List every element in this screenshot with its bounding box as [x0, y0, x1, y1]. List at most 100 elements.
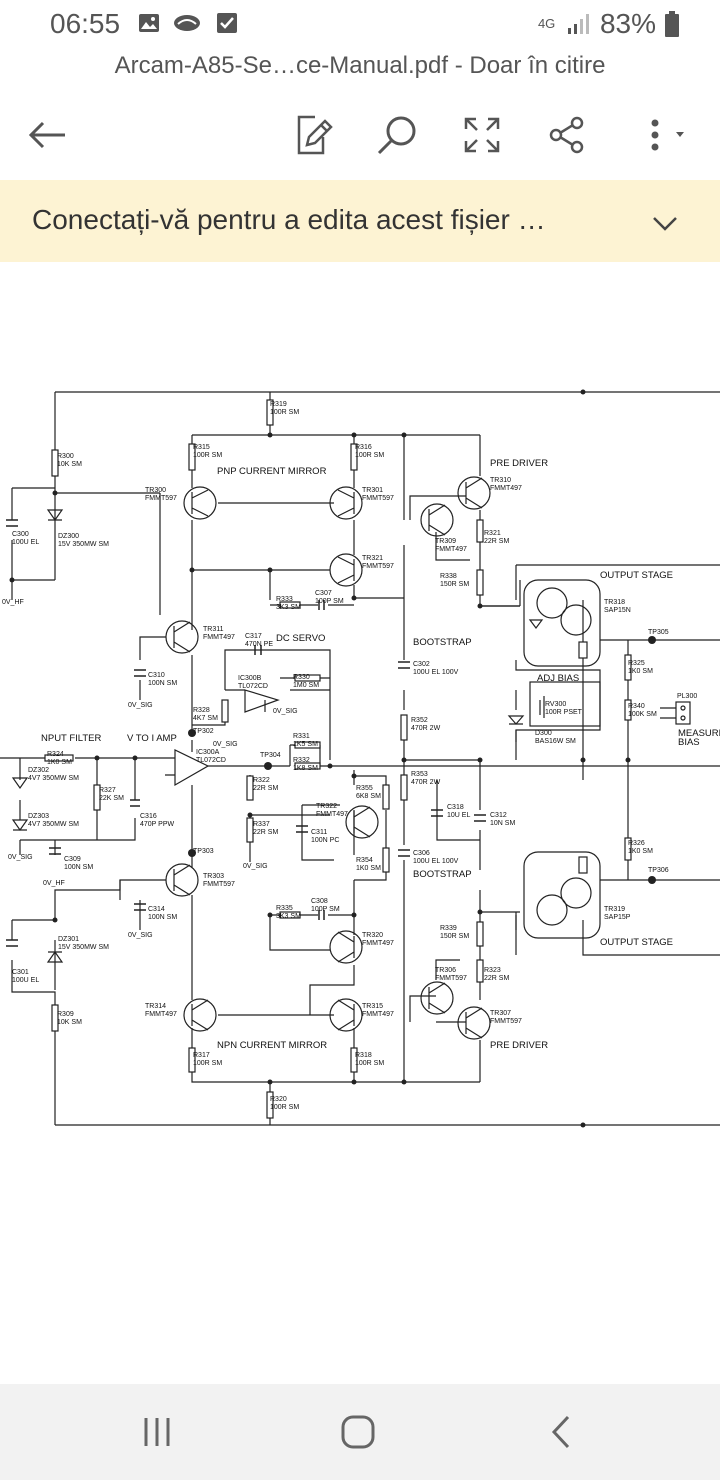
component-value: 1K5 SM	[293, 741, 318, 748]
share-icon[interactable]	[542, 110, 592, 160]
image-icon	[139, 14, 159, 32]
transistor-symbols	[11, 476, 691, 1040]
component-ref: R309	[57, 1011, 74, 1018]
chevron-down-icon[interactable]	[650, 208, 680, 238]
component-ref: TR320	[362, 932, 383, 939]
more-options-icon[interactable]	[630, 110, 700, 160]
component-value: 4V7 350MW SM	[28, 775, 79, 782]
status-time: 06:55	[50, 8, 121, 39]
component-value: FMMT597	[435, 975, 467, 982]
component-value: 100R PSET	[545, 709, 583, 716]
check-box-icon	[217, 13, 237, 33]
component-ref: DZ301	[58, 936, 79, 943]
component-value: 100K SM	[628, 711, 657, 718]
component-value: 100P SM	[315, 598, 344, 605]
component-value: 100N SM	[148, 680, 177, 687]
component-value: 100R SM	[355, 452, 384, 459]
component-ref: 0V_SIG	[128, 702, 153, 709]
component-ref: TR309	[435, 538, 456, 545]
toolbar	[0, 100, 720, 170]
label-pre-driver-top: PRE DRIVER	[490, 458, 548, 469]
component-value: 10K SM	[57, 461, 82, 468]
component-value: 100R SM	[270, 409, 299, 416]
label-output-stage-bottom: OUTPUT STAGE	[600, 937, 673, 948]
component-value: 1K0 SM	[356, 865, 381, 872]
component-value: SAP15P	[604, 914, 631, 921]
component-ref: R326	[628, 840, 645, 847]
component-value: FMMT497	[316, 811, 348, 818]
battery-level: 83%	[599, 8, 656, 39]
label-v-to-i-amp: V TO I AMP	[127, 733, 177, 744]
component-value: 1K0 SM	[628, 848, 653, 855]
component-value: 22R SM	[484, 538, 509, 545]
component-ref: TR300	[145, 487, 166, 494]
component-value: FMMT597	[203, 881, 235, 888]
resistor-symbols	[44, 399, 632, 1119]
document-page[interactable]: PNP CURRENT MIRROR PRE DRIVER OUTPUT STA…	[0, 262, 720, 1384]
component-ref: TR310	[490, 477, 511, 484]
component-ref: RV300	[545, 701, 566, 708]
component-ref: TP305	[648, 629, 669, 636]
component-value: 10K SM	[57, 1019, 82, 1026]
component-ref: IC300B	[238, 675, 262, 682]
component-value: 470R 2W	[411, 725, 441, 732]
component-value: 22R SM	[484, 975, 509, 982]
component-value: 100N SM	[64, 864, 93, 871]
label-pre-driver-bottom: PRE DRIVER	[490, 1040, 548, 1051]
component-ref: R320	[270, 1096, 287, 1103]
schematic-wires	[0, 391, 720, 1126]
component-value: 22R SM	[253, 829, 278, 836]
component-ref: TR319	[604, 906, 625, 913]
component-value: 100R SM	[193, 1060, 222, 1067]
signal-icon	[567, 14, 589, 34]
component-ref: R331	[293, 733, 310, 740]
edit-pen-icon[interactable]	[288, 110, 338, 160]
component-value: 100R SM	[355, 1060, 384, 1067]
label-adj-bias: ADJ BIAS	[537, 673, 579, 684]
component-value: FMMT497	[362, 1011, 394, 1018]
junction-dots	[9, 389, 656, 1128]
component-value: 100U EL	[12, 977, 39, 984]
component-value: 470P PPW	[140, 821, 175, 828]
component-ref: C314	[148, 906, 165, 913]
label-bootstrap-bottom: BOOTSTRAP	[413, 869, 472, 880]
component-value: FMMT497	[145, 1011, 177, 1018]
label-dc-servo: DC SERVO	[276, 633, 325, 644]
component-ref: DZ300	[58, 533, 79, 540]
back-arrow-icon[interactable]	[22, 110, 72, 160]
back-icon[interactable]	[536, 1410, 586, 1454]
component-ref: TR311	[203, 626, 224, 633]
component-value: BAS16W SM	[535, 738, 576, 745]
component-ref: C312	[490, 812, 507, 819]
component-ref: 0V_SIG	[213, 741, 238, 748]
recent-apps-icon[interactable]	[132, 1410, 182, 1454]
network-type: 4G	[537, 16, 556, 31]
component-ref: R332	[293, 757, 310, 764]
component-value: 1K0 SM	[47, 759, 72, 766]
fullscreen-icon[interactable]	[457, 110, 507, 160]
component-ref: C316	[140, 813, 157, 820]
edit-banner[interactable]: Conectați-vă pentru a edita acest fișier…	[0, 180, 720, 263]
component-value: 10U EL	[447, 812, 470, 819]
component-ref: R316	[355, 444, 372, 451]
component-ref: TR318	[604, 599, 625, 606]
component-value: FMMT497	[362, 940, 394, 947]
component-ref: R327	[99, 787, 116, 794]
component-value: 15V 350MW SM	[58, 944, 109, 951]
component-ref: C311	[311, 829, 327, 836]
component-ref: TR315	[362, 1003, 383, 1010]
label-pnp-current-mirror: PNP CURRENT MIRROR	[217, 466, 327, 477]
component-ref: R317	[193, 1052, 210, 1059]
component-ref: 0V_SIG	[273, 708, 298, 715]
component-ref: TR322	[316, 803, 337, 810]
search-icon[interactable]	[372, 110, 422, 160]
component-value: 10N SM	[490, 820, 515, 827]
component-ref: C318	[447, 804, 464, 811]
component-ref: C302	[413, 661, 430, 668]
home-icon[interactable]	[333, 1410, 383, 1454]
component-ref: R324	[47, 751, 64, 758]
component-value: 150R SM	[440, 581, 469, 588]
component-ref: C301	[12, 969, 29, 976]
component-ref: TR306	[435, 967, 456, 974]
label-npn-current-mirror: NPN CURRENT MIRROR	[217, 1040, 327, 1051]
